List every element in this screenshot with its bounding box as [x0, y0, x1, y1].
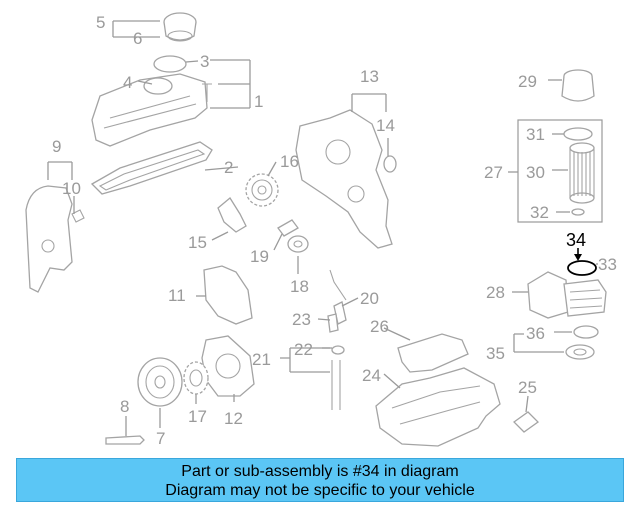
callout-24: 24 — [362, 366, 381, 385]
callout-6: 6 — [133, 29, 142, 48]
callout-7: 7 — [156, 429, 165, 448]
leader-lines — [47, 20, 598, 436]
filter-housing-drawing — [527, 271, 607, 319]
highlighted-o-ring-drawing — [567, 260, 597, 276]
oil-filler-cap-drawing — [163, 12, 197, 42]
camshaft-sprocket-drawing — [245, 173, 279, 207]
callout-12: 12 — [224, 409, 243, 428]
timing-cover-drawing — [25, 185, 73, 293]
callout-4: 4 — [123, 73, 132, 92]
callout-32: 32 — [530, 203, 549, 222]
filter-cap-drawing — [561, 69, 595, 102]
callout-3: 3 — [200, 52, 209, 71]
rear-timing-cover-drawing — [295, 109, 393, 249]
info-banner: Part or sub-assembly is #34 in diagram D… — [16, 458, 624, 502]
callout-25: 25 — [518, 378, 537, 397]
callout-17: 17 — [188, 407, 207, 426]
bolt-drawing — [202, 83, 212, 102]
small-o-ring-drawing — [571, 208, 585, 216]
banner-line-part-number: Part or sub-assembly is #34 in diagram — [181, 463, 459, 480]
callout-28: 28 — [486, 283, 505, 302]
callout-21: 21 — [252, 350, 271, 369]
callout-35: 35 — [486, 344, 505, 363]
callout-14: 14 — [376, 116, 395, 135]
middle-cover-drawing — [203, 265, 253, 325]
oil-filter-element-drawing — [569, 142, 595, 204]
filter-kit-box — [517, 119, 603, 223]
callout-labels: 5 6 3 4 1 2 9 10 13 14 16 15 19 18 11 20… — [52, 13, 617, 448]
dipstick-tube-drawing — [331, 345, 345, 410]
banner-line-disclaimer: Diagram may not be specific to your vehi… — [165, 482, 475, 499]
callout-15: 15 — [188, 233, 207, 252]
callout-8: 8 — [120, 397, 129, 416]
callout-26: 26 — [370, 317, 389, 336]
callout-1: 1 — [254, 92, 263, 111]
oil-pan-drawing — [375, 367, 501, 447]
crank-pulley-drawing — [137, 357, 183, 407]
callout-33: 33 — [598, 255, 617, 274]
callout-5: 5 — [96, 13, 105, 32]
clip-drawing — [71, 209, 85, 223]
cooler-nut-drawing — [565, 344, 595, 360]
callout-22: 22 — [294, 340, 313, 359]
callout-30: 30 — [526, 163, 545, 182]
callout-36: 36 — [526, 324, 545, 343]
callout-20: 20 — [360, 289, 379, 308]
callout-18: 18 — [290, 277, 309, 296]
idler-bracket-drawing — [277, 219, 299, 237]
callout-19: 19 — [250, 247, 269, 266]
cooler-seal-drawing — [573, 325, 599, 339]
idler-pulley-drawing — [287, 235, 309, 253]
callout-11: 11 — [168, 286, 186, 305]
callout-13: 13 — [360, 67, 379, 86]
dipstick-drawing — [327, 269, 347, 333]
oil-baffle-drawing — [397, 333, 469, 373]
callout-34: 34 — [566, 230, 586, 250]
callout-10: 10 — [62, 179, 81, 198]
crank-bolt-drawing — [105, 435, 145, 445]
callout-31: 31 — [526, 125, 545, 144]
callout-27: 27 — [484, 163, 503, 182]
callout-9: 9 — [52, 137, 61, 156]
callout-2: 2 — [224, 158, 233, 177]
seal-ring-drawing — [153, 55, 187, 73]
valve-cover-gasket-drawing — [90, 141, 213, 195]
valve-cover-drawing — [91, 73, 208, 147]
callout-16: 16 — [280, 152, 299, 171]
crank-sprocket-drawing — [183, 361, 209, 395]
callout-29: 29 — [518, 72, 537, 91]
sealant-tube-drawing — [512, 411, 540, 433]
tensioner-drawing — [217, 197, 247, 233]
filter-cap-o-ring-drawing — [563, 127, 593, 141]
callout-23: 23 — [292, 310, 311, 329]
oil-seal-drawing — [383, 155, 397, 173]
front-cover-drawing — [201, 335, 255, 397]
